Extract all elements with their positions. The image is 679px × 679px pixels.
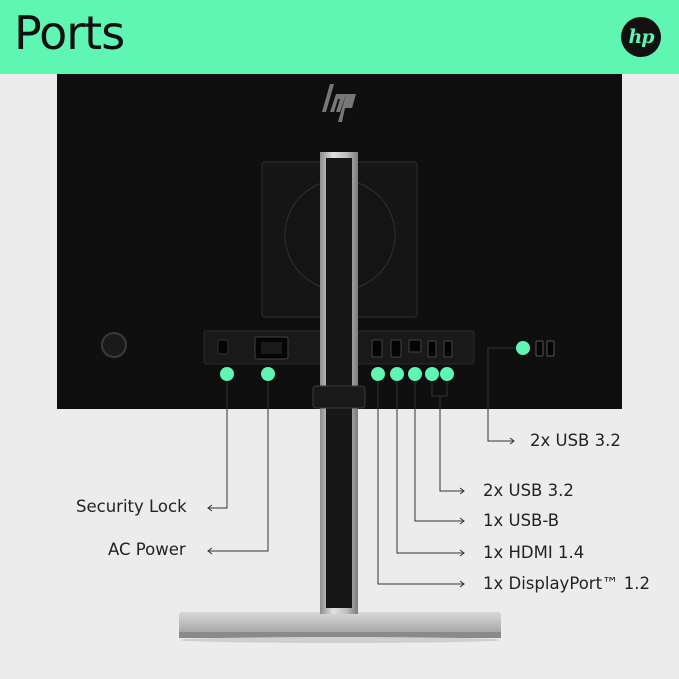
- callout-dot-usb-b: [408, 367, 422, 381]
- stand-clip: [313, 386, 365, 408]
- usb-a-icon: [444, 341, 452, 357]
- power-button: [102, 333, 126, 357]
- callout-dot-hdmi: [390, 367, 404, 381]
- label-displayport: 1x DisplayPort™ 1.2: [483, 574, 650, 593]
- label-usb-a: 2x USB 3.2: [483, 481, 574, 500]
- usb-a-icon: [536, 341, 543, 356]
- label-hdmi: 1x HDMI 1.4: [483, 543, 584, 562]
- callout-dot-usb-a-1: [425, 367, 439, 381]
- displayport-icon: [372, 340, 382, 357]
- label-ac-power: AC Power: [108, 540, 186, 559]
- arrow-heads: [208, 438, 514, 587]
- callout-dot-displayport: [371, 367, 385, 381]
- label-security-lock: Security Lock: [76, 497, 187, 516]
- stand-base: [179, 612, 501, 638]
- callout-dot-usb-a-2: [440, 367, 454, 381]
- hdmi-icon: [391, 340, 401, 357]
- label-usb-b: 1x USB-B: [483, 511, 559, 530]
- callout-dot-ac-power: [261, 367, 275, 381]
- callout-dot-side-usb: [516, 341, 530, 355]
- callout-dot-security-lock: [220, 367, 234, 381]
- usb-b-icon: [409, 340, 421, 352]
- usb-a-icon: [547, 341, 554, 356]
- usb-a-icon: [428, 341, 436, 357]
- label-side-usb: 2x USB 3.2: [530, 431, 621, 450]
- lock-slot-icon: [218, 340, 228, 354]
